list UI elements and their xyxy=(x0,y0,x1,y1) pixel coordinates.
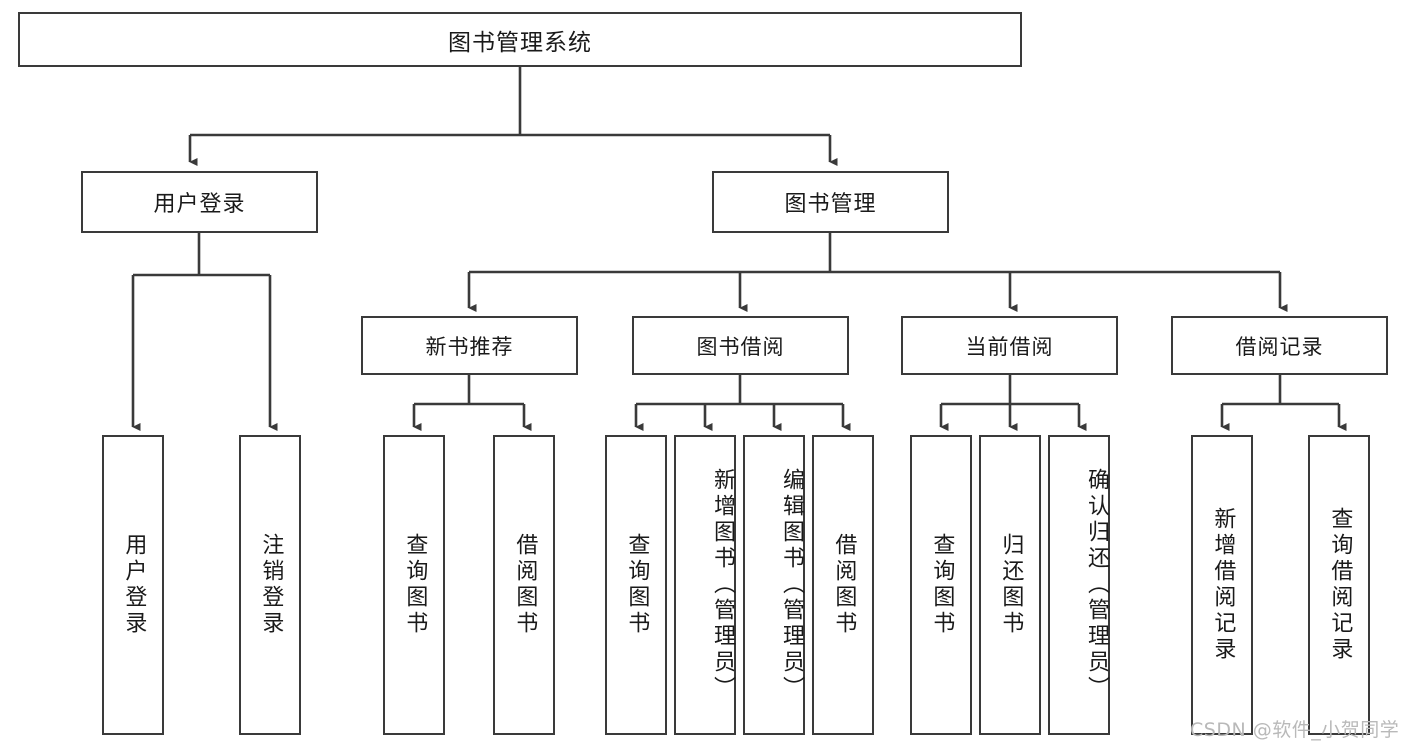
leaf-current-confirm-return-admin[interactable]: 确认归还（管理员） xyxy=(1048,435,1110,735)
leaf-label: 查询图书 xyxy=(624,533,650,637)
node-label: 用户登录 xyxy=(153,192,246,217)
leaf-borrow-add-book-admin[interactable]: 新增图书（管理员） xyxy=(674,435,736,735)
leaf-borrow-query-book[interactable]: 查询图书 xyxy=(605,435,667,735)
node-label: 图书管理 xyxy=(784,192,877,217)
leaf-current-query-book[interactable]: 查询图书 xyxy=(910,435,972,735)
node-label: 图书借阅 xyxy=(696,334,785,359)
node-label: 新书推荐 xyxy=(425,334,514,359)
node-current-borrow[interactable]: 当前借阅 xyxy=(901,316,1118,375)
leaf-label: 编辑图书（管理员） xyxy=(779,468,804,702)
leaf-label: 查询图书 xyxy=(929,533,955,637)
leaf-label: 注销登录 xyxy=(258,533,284,637)
leaf-label: 新增图书（管理员） xyxy=(710,468,735,702)
leaf-label: 用户登录 xyxy=(121,533,147,637)
node-label: 借阅记录 xyxy=(1235,334,1324,359)
leaf-label: 归还图书 xyxy=(998,533,1024,637)
leaf-label: 确认归还（管理员） xyxy=(1084,468,1109,702)
leaf-recommend-query-book[interactable]: 查询图书 xyxy=(383,435,445,735)
leaf-record-add-record[interactable]: 新增借阅记录 xyxy=(1191,435,1253,735)
leaf-user-login[interactable]: 用户登录 xyxy=(102,435,164,735)
node-label: 当前借阅 xyxy=(965,334,1054,359)
leaf-label: 查询借阅记录 xyxy=(1327,507,1353,663)
leaf-borrow-edit-book-admin[interactable]: 编辑图书（管理员） xyxy=(743,435,805,735)
leaf-record-query-record[interactable]: 查询借阅记录 xyxy=(1308,435,1370,735)
leaf-label: 新增借阅记录 xyxy=(1210,507,1236,663)
leaf-recommend-borrow-book[interactable]: 借阅图书 xyxy=(493,435,555,735)
leaf-current-return-book[interactable]: 归还图书 xyxy=(979,435,1041,735)
node-book-borrow[interactable]: 图书借阅 xyxy=(632,316,849,375)
node-user-login[interactable]: 用户登录 xyxy=(81,171,318,233)
node-book-manage[interactable]: 图书管理 xyxy=(712,171,949,233)
leaf-borrow-borrow-book[interactable]: 借阅图书 xyxy=(812,435,874,735)
leaf-label: 借阅图书 xyxy=(512,533,538,637)
leaf-label: 查询图书 xyxy=(402,533,428,637)
node-label: 图书管理系统 xyxy=(448,29,592,56)
leaf-label: 借阅图书 xyxy=(831,533,857,637)
node-root-system[interactable]: 图书管理系统 xyxy=(18,12,1022,67)
node-new-book-recommend[interactable]: 新书推荐 xyxy=(361,316,578,375)
leaf-user-logout[interactable]: 注销登录 xyxy=(239,435,301,735)
node-borrow-record[interactable]: 借阅记录 xyxy=(1171,316,1388,375)
